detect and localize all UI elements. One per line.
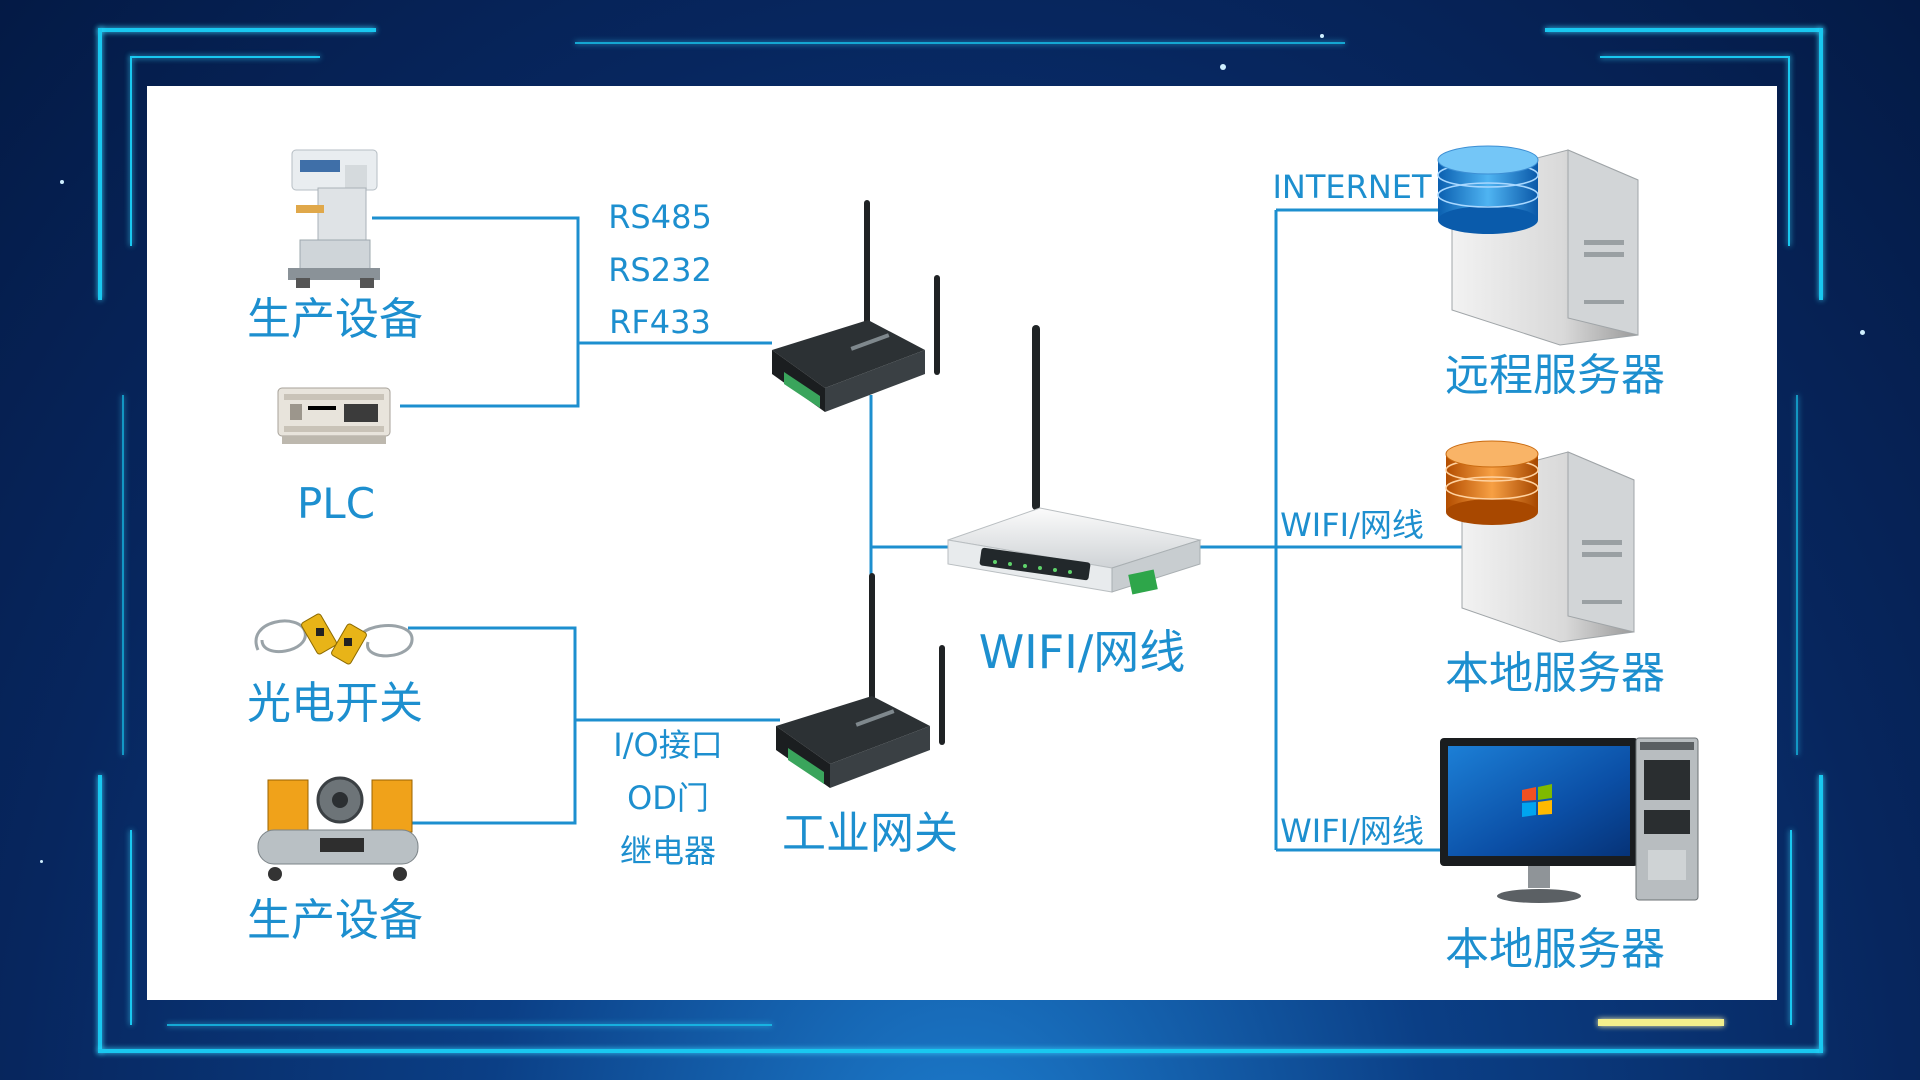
desktop-pc-icon [1440, 737, 1699, 903]
plc-icon [277, 387, 391, 444]
background-star [60, 180, 64, 184]
link-label-wifi-cable-1: WIFI/网线 [1280, 506, 1424, 544]
frame-bottom-inner-line [167, 1024, 772, 1026]
label-local-server-1: 本地服务器 [1445, 648, 1665, 699]
connection-lines [372, 208, 1462, 852]
accent-yellow-bar [1598, 1019, 1724, 1026]
label-remote-server: 远程服务器 [1445, 350, 1665, 401]
frame-inner-top-left-v [130, 56, 132, 246]
background-star [1320, 34, 1324, 38]
industrial-gateway-bottom-icon [776, 573, 945, 788]
protocol-rf433: RF433 [609, 303, 711, 341]
frame-bottom-left-v [98, 775, 102, 1053]
frame-top-right-v [1819, 28, 1823, 300]
air-compressor-icon [257, 776, 419, 881]
frame-top-center [575, 42, 1345, 44]
label-production-equipment-bottom: 生产设备 [247, 895, 423, 946]
frame-top-left-v [98, 28, 102, 300]
background-star [40, 860, 43, 863]
label-wifi-router: WIFI/网线 [979, 625, 1186, 679]
frame-inner-top-right-v [1788, 56, 1790, 246]
photoelectric-switch-icon [254, 613, 414, 665]
frame-inner-top-left-h [130, 56, 320, 58]
protocol-rs485: RS485 [608, 198, 712, 236]
wifi-router-icon [947, 325, 1202, 595]
industrial-gateway-top-icon [772, 200, 940, 412]
press-machine-icon [288, 149, 380, 288]
frame-bottom-right-v [1819, 775, 1823, 1053]
frame-inner-bottom-right-v [1790, 830, 1792, 1025]
frame-inner-top-right-h [1600, 56, 1790, 58]
link-label-wifi-cable-2: WIFI/网线 [1280, 812, 1424, 850]
line-equipment-top [372, 216, 580, 408]
label-industrial-gateway: 工业网关 [782, 808, 958, 859]
line-photoswitch [408, 626, 577, 825]
label-photoelectric-switch: 光电开关 [247, 678, 423, 729]
frame-top-right-h [1545, 28, 1823, 32]
label-production-equipment-top: 生产设备 [247, 294, 423, 345]
local-server-icon [1445, 440, 1635, 643]
label-plc: PLC [297, 479, 375, 528]
frame-inner-bottom-left-v [130, 830, 132, 1025]
remote-server-icon [1437, 145, 1639, 346]
protocol-relay: 继电器 [620, 832, 716, 870]
background-star [1860, 330, 1865, 335]
frame-right-mid [1796, 395, 1798, 755]
frame-left-mid [122, 395, 124, 755]
protocol-od-gate: OD门 [627, 779, 709, 817]
link-label-internet: INTERNET [1272, 168, 1432, 206]
label-local-server-2: 本地服务器 [1445, 924, 1665, 975]
background-star [1220, 64, 1226, 70]
protocol-io-interface: I/O接口 [613, 726, 722, 764]
protocol-rs232: RS232 [608, 251, 712, 289]
frame-top-left-h [98, 28, 376, 32]
frame-bottom-left-h [98, 1049, 1823, 1053]
